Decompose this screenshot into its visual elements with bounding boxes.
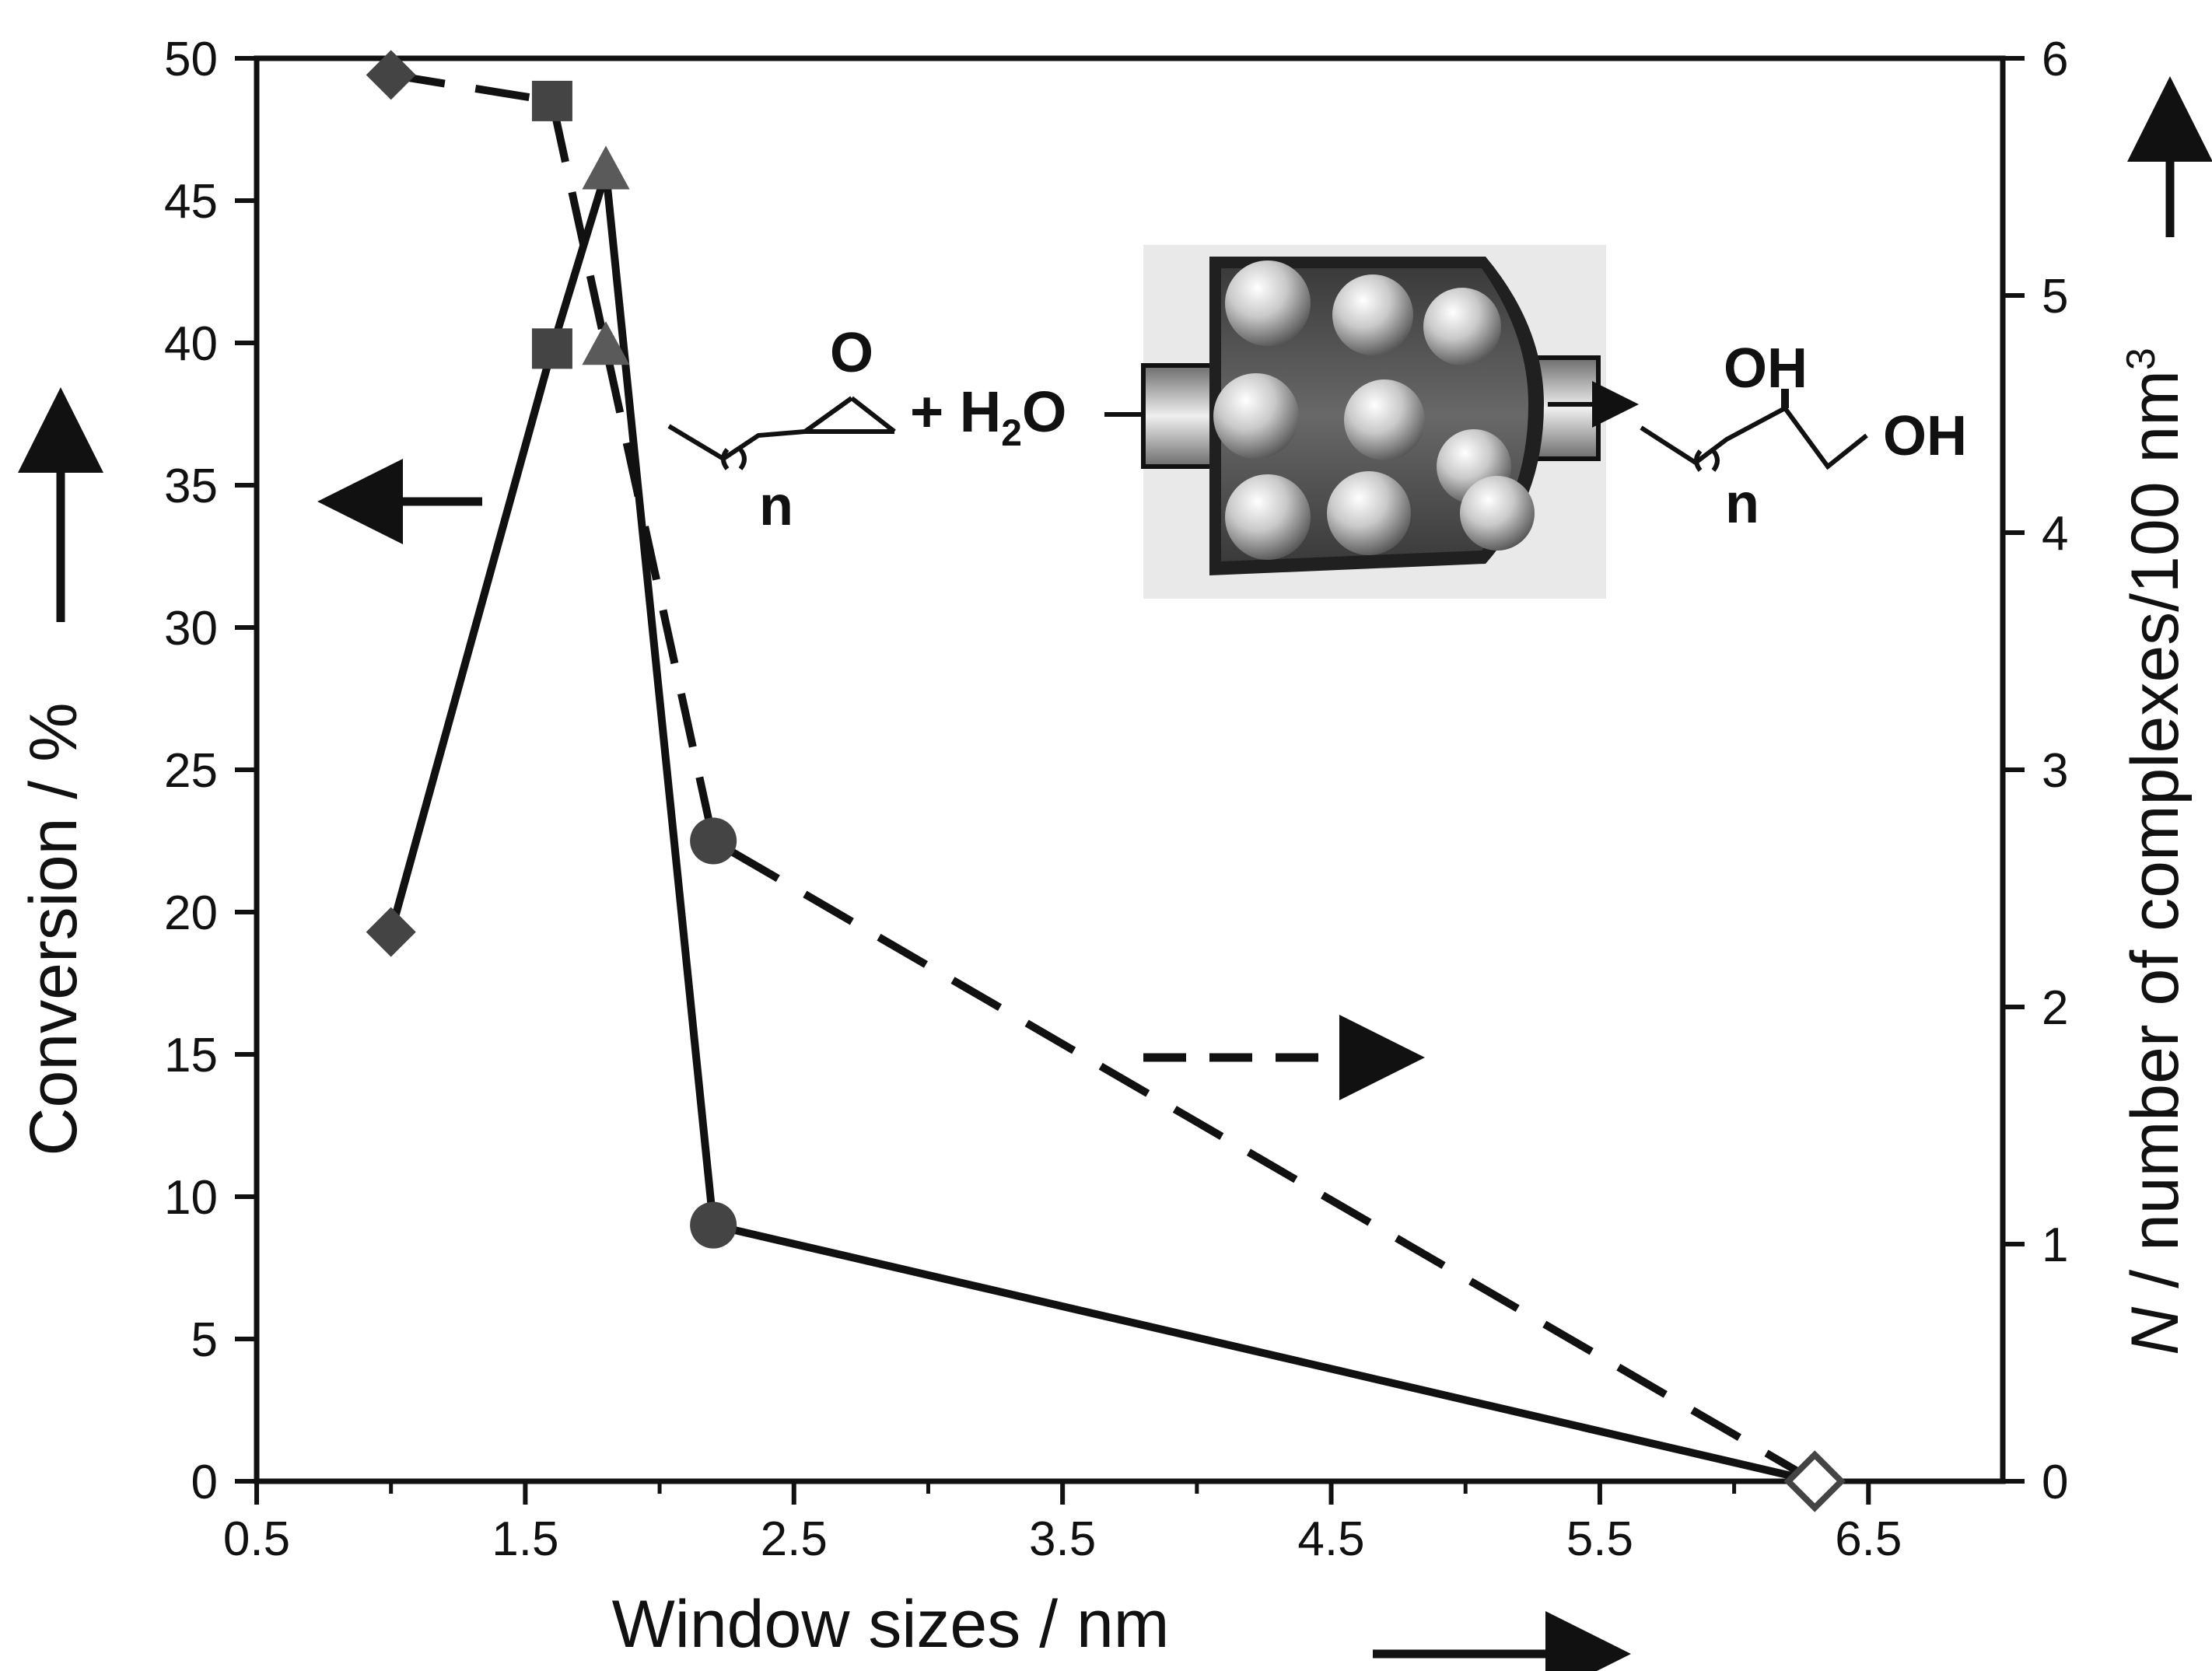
data-point-left-square xyxy=(531,328,572,369)
series-markers xyxy=(366,50,1846,1512)
y-right-tick-label: 2 xyxy=(2042,981,2068,1035)
plot-frame xyxy=(254,55,2006,1484)
data-point-right-circle xyxy=(690,817,737,865)
product-n-label: n xyxy=(1725,473,1759,535)
reactant-n-label: n xyxy=(759,475,793,537)
y-right-tick-label: 4 xyxy=(2042,507,2068,561)
x-tick-label: 4.5 xyxy=(1297,1512,1364,1566)
x-axis-ticks: 0.5 1.5 2.5 3.5 4.5 5.5 6.5 xyxy=(223,1481,1902,1566)
data-point-right-open-diamond xyxy=(1783,1450,1846,1512)
y-right-tick-label: 0 xyxy=(2042,1456,2068,1509)
y-left-tick-label: 25 xyxy=(164,744,218,798)
product-oh-right-label: OH xyxy=(1883,405,1967,467)
y-right-axis-ticks: 0 1 2 3 4 5 6 xyxy=(2003,33,2068,1509)
y-left-tick-label: 45 xyxy=(164,175,218,229)
y-left-tick-label: 35 xyxy=(164,460,218,513)
y-right-tick-label: 6 xyxy=(2042,33,2068,86)
x-tick-label: 1.5 xyxy=(492,1512,558,1566)
data-point-left-diamond xyxy=(366,907,416,957)
mesopore-illustration xyxy=(1141,245,1606,599)
data-point-right-diamond xyxy=(366,50,416,100)
y-left-tick-label: 15 xyxy=(164,1029,218,1082)
epoxide-structure xyxy=(667,396,896,470)
product-oh-top-label: OH xyxy=(1724,337,1808,400)
y-right-axis-title: N / number of complexes/100 nm3 xyxy=(2118,348,2193,1355)
y-left-axis-ticks: 0 5 10 15 20 25 30 35 40 45 50 xyxy=(164,33,257,1509)
y-left-tick-label: 50 xyxy=(164,33,218,86)
x-tick-label: 5.5 xyxy=(1566,1512,1633,1566)
y-left-tick-label: 30 xyxy=(164,602,218,655)
y-left-tick-label: 20 xyxy=(164,886,218,940)
y-left-tick-label: 0 xyxy=(191,1456,218,1509)
y-left-tick-label: 10 xyxy=(164,1171,218,1225)
y-left-axis-title: Conversion / % xyxy=(16,702,91,1155)
y-right-tick-label: 1 xyxy=(2042,1218,2068,1272)
y-left-tick-label: 40 xyxy=(164,317,218,371)
diol-structure xyxy=(1640,389,1868,472)
x-tick-label: 6.5 xyxy=(1835,1512,1902,1566)
water-label: + H2O xyxy=(910,379,1066,454)
x-tick-label: 3.5 xyxy=(1029,1512,1096,1566)
series-line-right-axis xyxy=(390,71,1817,1485)
x-tick-label: 2.5 xyxy=(761,1512,828,1566)
x-axis-title: Window sizes / nm xyxy=(612,1587,1170,1662)
y-right-tick-label: 3 xyxy=(2042,744,2068,798)
data-point-left-triangle xyxy=(582,145,630,190)
epoxide-oxygen-label: O xyxy=(830,322,873,384)
y-left-tick-label: 5 xyxy=(191,1313,218,1367)
data-point-right-square xyxy=(531,80,572,121)
x-tick-label: 0.5 xyxy=(223,1512,290,1566)
data-point-right-triangle xyxy=(582,321,630,365)
y-right-tick-label: 5 xyxy=(2042,270,2068,323)
data-point-left-circle xyxy=(690,1201,737,1249)
